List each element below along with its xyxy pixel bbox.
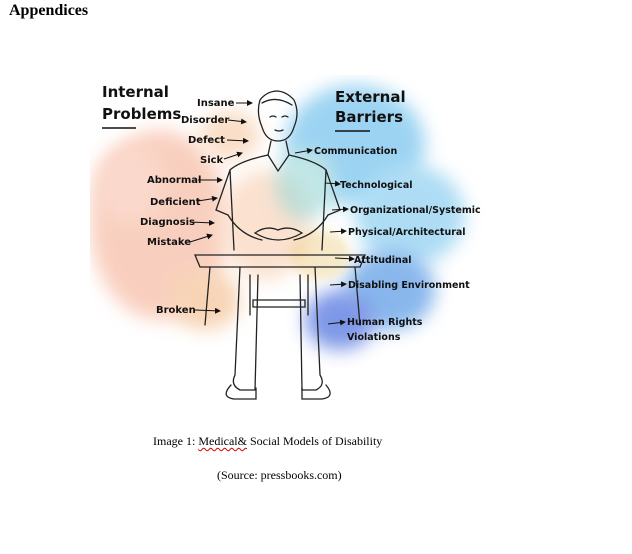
seated-person-drawing [194, 90, 366, 400]
arrow-defect [226, 137, 249, 144]
arrow-mistake [189, 233, 213, 243]
label-attitudinal: Attitudinal [354, 255, 411, 266]
arrow-broken [194, 307, 221, 314]
disability-models-figure: Internal Problems External Barriers Insa… [90, 75, 490, 415]
internal-labels: Insane Disorder Defect Sick Abnormal Def… [140, 98, 253, 316]
external-title-line1: External [335, 88, 406, 106]
label-organizational: Organizational/Systemic [350, 205, 481, 216]
arrow-organizational [331, 206, 349, 213]
arrow-attitudinal [334, 255, 355, 262]
figure-illustration: Internal Problems External Barriers Insa… [90, 83, 481, 400]
caption-spellcheck-word: Medical& [198, 434, 247, 448]
arrow-technological [324, 180, 341, 187]
external-labels: Communication Technological Organization… [294, 146, 481, 343]
caption-prefix: Image 1: [153, 434, 199, 448]
external-title-line2: Barriers [335, 108, 403, 126]
label-disorder: Disorder [181, 115, 229, 126]
page-heading: Appendices [9, 2, 89, 19]
label-insane: Insane [197, 98, 235, 109]
warm-watercolor-wash [90, 110, 310, 330]
internal-title-line2: Problems [102, 105, 181, 123]
label-deficient: Deficient [150, 197, 201, 208]
label-communication: Communication [314, 146, 397, 157]
arrow-disorder [227, 118, 247, 125]
label-broken: Broken [156, 305, 196, 316]
internal-title-line1: Internal [102, 83, 169, 101]
arrow-sick [223, 151, 243, 160]
label-diagnosis: Diagnosis [140, 217, 195, 228]
label-mistake: Mistake [147, 237, 191, 248]
label-physical: Physical/Architectural [348, 227, 466, 238]
label-violations: Violations [347, 332, 401, 343]
figure-source: (Source: pressbooks.com) [217, 468, 342, 482]
arrow-diagnosis [189, 219, 215, 226]
label-defect: Defect [188, 135, 225, 146]
label-technological: Technological [340, 180, 412, 191]
arrow-physical [329, 228, 347, 235]
label-abnormal: Abnormal [147, 175, 201, 186]
caption-suffix: Social Models of Disability [246, 434, 383, 448]
arrow-human-rights [327, 319, 346, 326]
arrow-deficient [197, 195, 218, 202]
arrow-disabling-environment [329, 281, 347, 288]
arrow-communication [294, 147, 313, 154]
label-sick: Sick [200, 155, 224, 166]
label-human-rights: Human Rights [347, 317, 423, 328]
label-disabling-environment: Disabling Environment [348, 280, 470, 291]
